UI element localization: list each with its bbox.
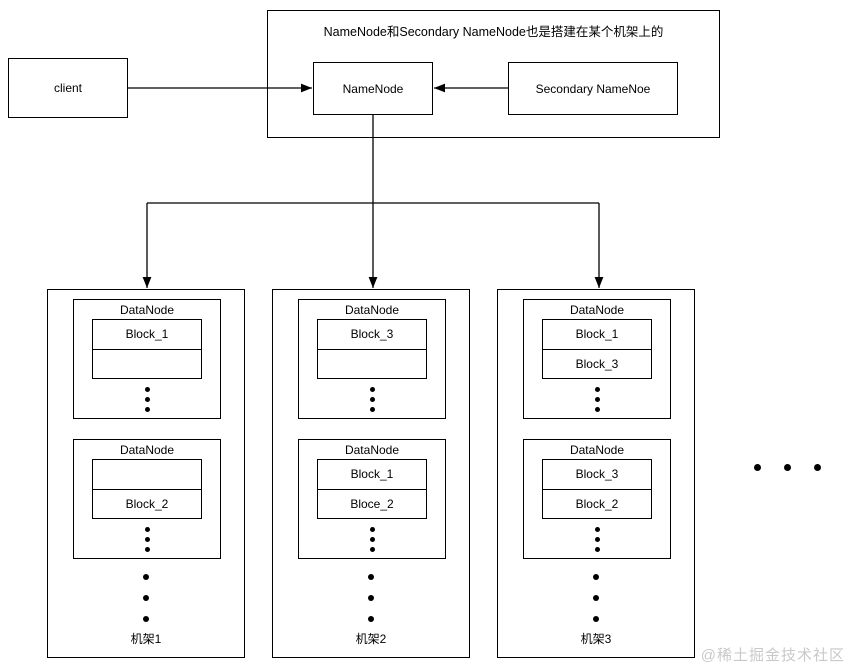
datanode-box: DataNode Block_1 Block_3	[523, 299, 671, 419]
client-label: client	[53, 81, 82, 95]
more-blocks-ellipsis	[594, 527, 600, 552]
more-blocks-ellipsis	[369, 527, 375, 552]
block-cell: Block_3	[350, 327, 394, 341]
rack-note-text: NameNode和Secondary NameNode也是搭建在某个机架上的	[323, 25, 664, 39]
more-blocks-ellipsis	[144, 387, 150, 412]
more-blocks-ellipsis	[594, 387, 600, 412]
datanode-box: DataNode Block_3	[298, 299, 446, 419]
rack-2-box: DataNode Block_3 DataNode Block_1 Bloce_…	[272, 289, 470, 658]
more-blocks-ellipsis	[144, 527, 150, 552]
block-stack: Block_1 Block_3	[542, 319, 652, 379]
block-cell: Block_1	[350, 467, 394, 481]
rack-label: 机架2	[355, 632, 387, 646]
datanode-box: DataNode Block_1	[73, 299, 221, 419]
more-racks-ellipsis	[754, 464, 821, 471]
block-stack: Block_2	[92, 459, 202, 519]
datanode-title: DataNode	[344, 303, 400, 317]
block-cell	[318, 349, 426, 378]
rack-1-box: DataNode Block_1 DataNode Block_2 机架1	[47, 289, 245, 658]
datanode-title: DataNode	[119, 303, 175, 317]
secondary-namenode-label: Secondary NameNoe	[535, 81, 651, 96]
namenode-label: NameNode	[342, 81, 404, 96]
block-cell: Block_2	[543, 489, 651, 518]
rack-3-box: DataNode Block_1 Block_3 DataNode Block_…	[497, 289, 695, 658]
more-blocks-ellipsis	[369, 387, 375, 412]
datanode-box: DataNode Block_3 Block_2	[523, 439, 671, 559]
client-node-box: client	[8, 58, 128, 118]
block-stack: Block_3 Block_2	[542, 459, 652, 519]
datanode-title: DataNode	[569, 303, 625, 317]
block-cell: Block_2	[93, 489, 201, 518]
datanode-title: DataNode	[119, 443, 175, 457]
datanode-title: DataNode	[344, 443, 400, 457]
rack-label: 机架1	[130, 632, 162, 646]
more-datanodes-ellipsis	[498, 574, 694, 622]
block-cell: Block_1	[125, 327, 169, 341]
block-stack: Block_1	[92, 319, 202, 379]
block-stack: Block_3	[317, 319, 427, 379]
datanode-box: DataNode Block_1 Bloce_2	[298, 439, 446, 559]
block-stack: Block_1 Bloce_2	[317, 459, 427, 519]
datanode-title: DataNode	[569, 443, 625, 457]
block-cell: Block_3	[575, 467, 619, 481]
more-datanodes-ellipsis	[273, 574, 469, 622]
block-cell: Block_1	[575, 327, 619, 341]
block-cell	[93, 349, 201, 378]
more-datanodes-ellipsis	[48, 574, 244, 622]
datanode-box: DataNode Block_2	[73, 439, 221, 559]
watermark-text: @稀土掘金技术社区	[700, 647, 845, 664]
block-cell: Bloce_2	[318, 489, 426, 518]
secondary-namenode-box: Secondary NameNoe	[508, 62, 678, 115]
rack-label: 机架3	[580, 632, 612, 646]
block-cell: Block_3	[543, 349, 651, 378]
namenode-box: NameNode	[313, 62, 433, 115]
block-cell	[93, 460, 201, 489]
